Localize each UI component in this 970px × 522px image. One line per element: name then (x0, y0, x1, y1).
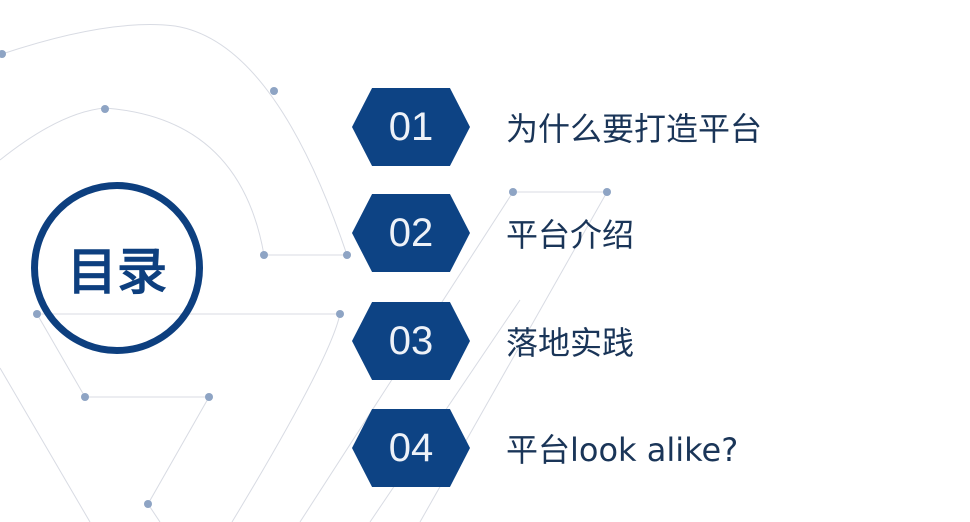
toc-item-2[interactable]: 02 平台介绍 (352, 194, 634, 272)
item-number: 04 (388, 425, 434, 470)
toc-item-4[interactable]: 04 平台look alike? (352, 409, 738, 487)
item-number: 03 (388, 318, 434, 363)
item-label: 落地实践 (506, 324, 635, 362)
hexagon-number-badge: 03 (352, 302, 470, 380)
toc-title: 目录 (67, 243, 167, 301)
item-label: 平台介绍 (506, 216, 635, 254)
hexagon-number-badge: 02 (352, 194, 470, 272)
item-label: 平台look alike? (506, 431, 739, 469)
item-number: 02 (388, 210, 434, 255)
hexagon-number-badge: 01 (352, 88, 470, 166)
toc-item-1[interactable]: 01 为什么要打造平台 (352, 88, 762, 166)
hexagon-number-badge: 04 (352, 409, 470, 487)
item-number: 01 (388, 104, 434, 149)
toc-item-3[interactable]: 03 落地实践 (352, 302, 634, 380)
toc-title-badge: 目录 (31, 182, 203, 354)
item-label: 为什么要打造平台 (506, 110, 763, 148)
